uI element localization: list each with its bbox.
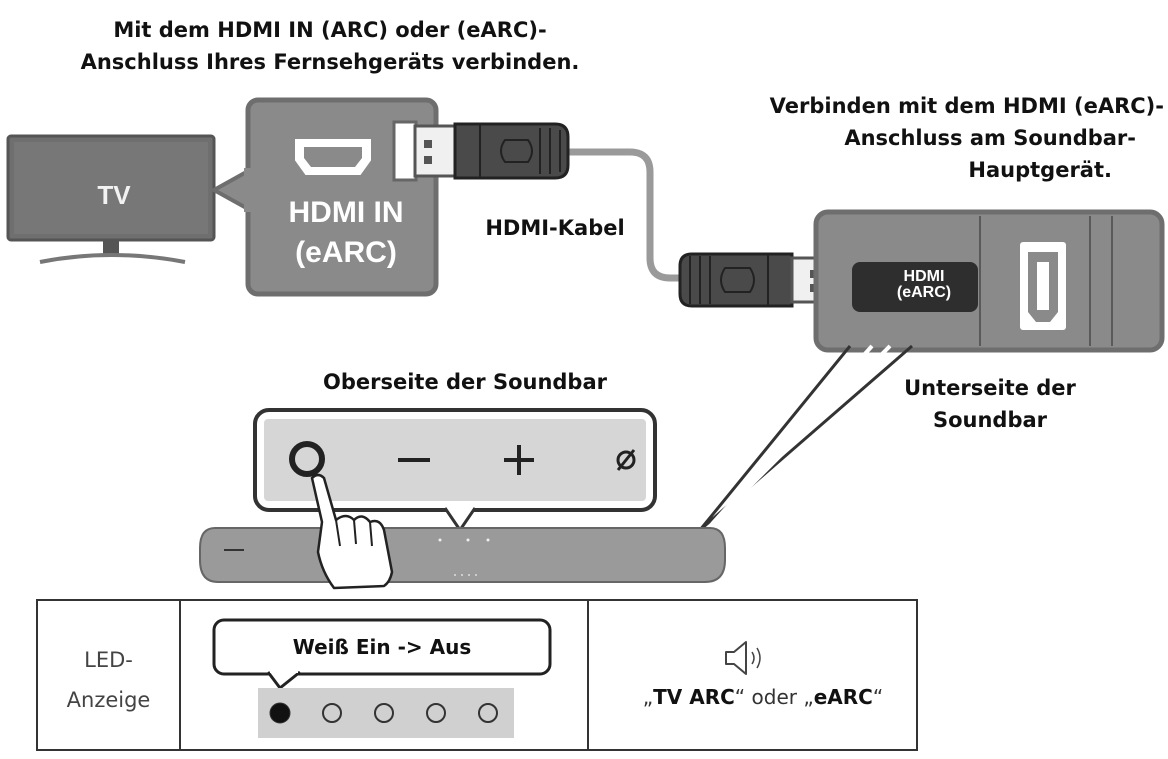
tv-connect-caption: Mit dem HDMI IN (ARC) oder (eARC)- Ansch… [70,14,590,78]
led-bubble-text: Weiß Ein -> Aus [292,635,472,659]
soundbar-connect-caption-line1: Verbinden mit dem HDMI (eARC)- [769,94,1164,118]
bottom-side-caption-line2: Soundbar [932,408,1048,432]
soundbar-connect-caption-line2: Anschluss am Soundbar- [844,126,1136,150]
led-off-indicator [426,703,446,723]
tv-label: TV [97,180,131,210]
power-ring-icon[interactable] [289,441,325,477]
announce-earc: eARC [813,685,873,709]
bottom-side-caption-line1: Unterseite der [904,376,1076,400]
led-bubble [212,618,552,690]
led-label-line2: Anzeige [66,688,151,712]
announce-text: „TV ARC“ oder „eARC“ [592,685,934,709]
soundbar-port-callout [698,209,1165,532]
top-side-caption: Oberseite der Soundbar [322,370,607,394]
speaker-sound-icon [725,641,761,675]
announce-tv-arc: TV ARC [653,685,735,709]
led-off-indicator [322,703,342,723]
led-dots [269,702,498,724]
announce-quote-close: “ [872,685,884,709]
tv-connect-caption-line1: Mit dem HDMI IN (ARC) oder (eARC)- [113,18,547,42]
led-off-indicator [478,703,498,723]
hdmi-plug-soundbar-side [678,252,828,308]
announce-quote-open: „ [642,685,654,709]
cable-caption: HDMI-Kabel [485,216,625,240]
hdmi-plug-tv-side [392,120,570,182]
announce-or: “ oder „ [734,685,814,709]
soundbar-port-label-line2: (eARC) [896,284,952,301]
led-on-indicator [269,702,291,724]
soundbar-body [199,527,726,583]
soundbar-connect-caption-line3: Hauptgerät. [968,158,1112,182]
led-row [258,688,514,738]
soundbar-top-callout [253,408,657,532]
tv-port-label-line2: (eARC) [295,236,397,269]
soundbar-connect-caption: Verbinden mit dem HDMI (eARC)- Anschluss… [760,90,1164,186]
tv-port-callout [212,97,439,297]
bottom-side-caption: Unterseite der Soundbar [900,372,1080,436]
pointing-hand-icon [310,473,394,590]
volume-up-icon[interactable] [504,445,534,475]
tv-connect-caption-line2: Anschluss Ihres Fernsehgeräts verbinden. [80,50,580,74]
hdmi-cable-wire [565,148,690,282]
soundbar-port-label-line1: HDMI [903,268,945,285]
led-off-indicator [374,703,394,723]
tv-port-label-line1: HDMI IN [288,196,404,229]
tv-illustration [6,134,216,264]
led-label-line1: LED- [84,648,133,672]
mic-off-icon[interactable] [616,449,636,471]
